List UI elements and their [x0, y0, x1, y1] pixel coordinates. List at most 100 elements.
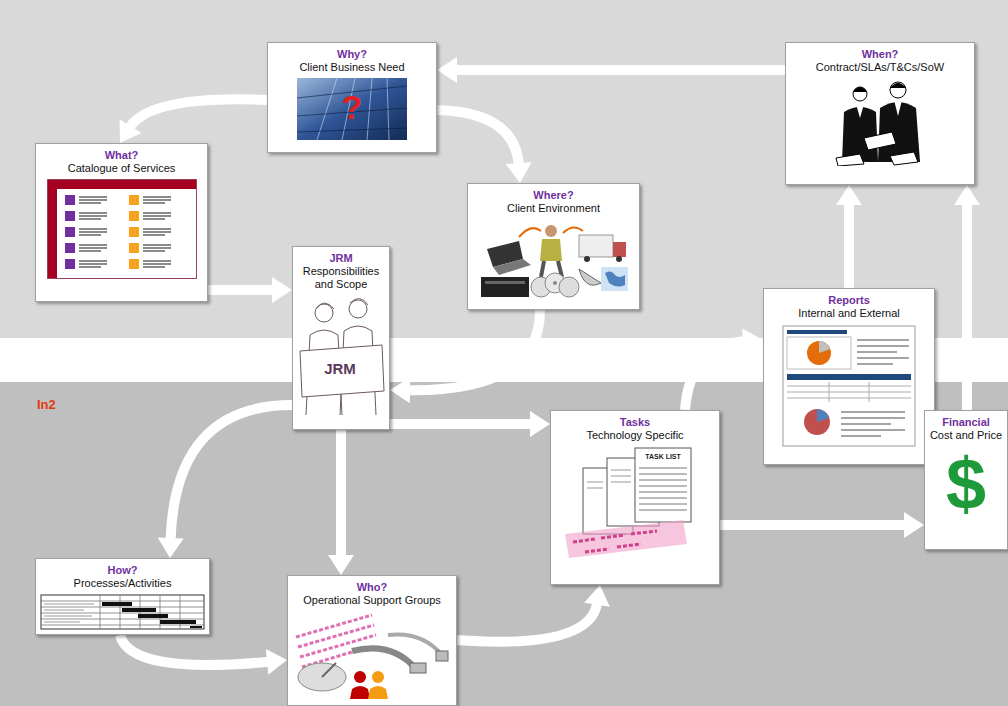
illustration-shape: [853, 87, 867, 92]
arrow-head: [390, 377, 410, 403]
illustration-shape: [350, 298, 368, 305]
illustration-shape: [129, 259, 139, 269]
service-box: How?Processes/Activities: [35, 558, 210, 635]
illustration-shape: [553, 281, 557, 285]
illustration-shape: [350, 686, 370, 699]
illustration-shape: [890, 82, 906, 98]
illustration-shape: [857, 340, 909, 364]
arrow-head: [328, 555, 354, 575]
arrow-head: [158, 538, 184, 558]
illustration-shape: [47, 179, 197, 279]
arrow-shaft: [437, 110, 519, 165]
illustration-shape: [579, 269, 601, 285]
lower-band: [0, 382, 1008, 706]
flow-arrow: [208, 277, 292, 303]
illustration-shape: [601, 267, 628, 291]
arrow-shaft: [208, 285, 274, 295]
box-heading: Tasks: [555, 416, 715, 429]
illustration-shape: [298, 663, 346, 691]
illustration-shape: [368, 686, 388, 699]
illustration-shape: [160, 620, 196, 624]
illustration-shape: [836, 154, 864, 166]
illustration-shape: [605, 271, 625, 286]
arrow-head: [742, 328, 763, 354]
arrow-head: [266, 649, 287, 675]
illustration-shape: [129, 195, 139, 205]
illustration-shape: [584, 256, 590, 262]
section-label: In2: [37, 398, 56, 411]
illustration-shape: [819, 341, 830, 353]
illustration-shape: [783, 326, 915, 446]
illustration-shape: [129, 195, 139, 269]
illustration-shape: [804, 409, 830, 435]
illustration-shape: [102, 602, 202, 628]
box-subtitle: Operational Support Groups: [292, 594, 452, 607]
arrow-shaft: [171, 405, 292, 540]
service-box: ReportsInternal and External: [763, 288, 935, 465]
flow-arrow: [390, 411, 550, 437]
illustration-shape: [787, 374, 911, 380]
service-box: When?Contract/SLAs/T&Cs/SoW: [785, 42, 975, 185]
illustration-shape: [587, 470, 631, 488]
illustration-shape: [579, 235, 613, 257]
arrow-shaft: [336, 430, 346, 557]
illustration-shape: [787, 337, 851, 369]
box-subtitle: Contract/SLAs/T&Cs/SoW: [790, 61, 970, 74]
service-box: Where?Client Environment: [467, 183, 640, 310]
box-text: Who?Operational Support Groups: [288, 576, 456, 607]
illustration-shape: [787, 382, 911, 402]
illustration-shape: [613, 242, 626, 257]
box-subtitle: Cost and Price: [929, 429, 1003, 442]
illustration-shape: [349, 300, 367, 318]
illustration-shape: [890, 152, 918, 165]
arrow-shaft: [457, 603, 597, 642]
box-subtitle: Processes/Activities: [40, 577, 205, 590]
illustration-shape: [864, 132, 896, 150]
service-box: Who?Operational Support Groups: [287, 575, 457, 706]
arrow-shaft: [844, 203, 854, 288]
illustration-shape: [540, 239, 562, 261]
illustration-shape: [65, 227, 75, 237]
box-text: JRMResponsibilities and Scope: [293, 247, 389, 291]
illustration-shape: [65, 259, 75, 269]
arrow-head: [954, 185, 980, 205]
illustration-shape: [47, 179, 197, 279]
box-heading: Reports: [768, 294, 930, 307]
illustration-shape: [57, 189, 196, 278]
box-text: FinancialCost and Price: [925, 411, 1007, 442]
list-heading: TASK LIST: [645, 453, 681, 460]
arrow-shaft: [685, 341, 745, 410]
box-heading: When?: [790, 48, 970, 61]
illustration-shape: [853, 87, 867, 101]
arrow-head: [584, 585, 610, 607]
illustration-shape: [315, 304, 333, 322]
box-text: Why?Client Business Need: [268, 43, 436, 74]
box-heading: Who?: [292, 581, 452, 594]
flow-arrow: [158, 405, 292, 558]
illustration-shape: [44, 604, 94, 622]
box-text: When?Contract/SLAs/T&Cs/SoW: [786, 43, 974, 74]
task-list-pages: [565, 446, 705, 566]
illustration-shape: [372, 671, 384, 683]
arrow-shaft: [120, 635, 269, 665]
box-text: How?Processes/Activities: [36, 559, 209, 590]
flow-arrow: [457, 585, 610, 642]
box-heading: How?: [40, 564, 205, 577]
box-heading: JRM: [297, 252, 385, 265]
illustration-shape: [519, 228, 541, 237]
report-page: [779, 324, 919, 449]
service-box: JRMResponsibilities and Scope JRM: [292, 246, 390, 430]
illustration-shape: [41, 595, 204, 629]
box-subtitle: Catalogue of Services: [40, 162, 203, 175]
catalogue-sheet: [47, 179, 197, 279]
illustration-shape: [65, 243, 75, 253]
board-caption: JRM: [324, 361, 356, 376]
service-box: What?Catalogue of Services: [35, 143, 208, 302]
illustration-shape: [563, 227, 583, 233]
illustration-shape: [639, 468, 687, 510]
client-environment-picture: [479, 219, 629, 299]
flow-arrow: [120, 99, 267, 143]
arrow-head: [272, 277, 292, 303]
